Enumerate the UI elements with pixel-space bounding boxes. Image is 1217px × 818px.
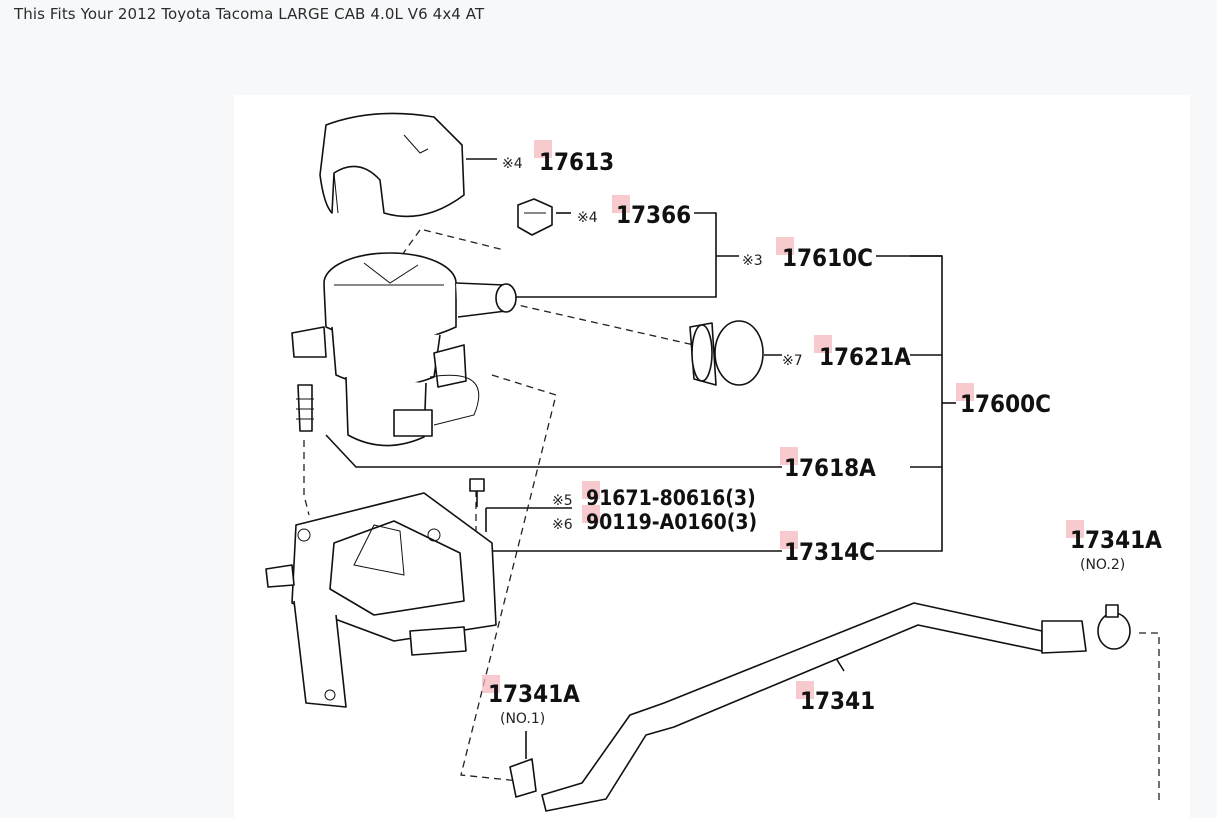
callout-17341A-no1[interactable]: 17341A (NO.1) [482,675,580,727]
part-number-90119-A0160[interactable]: 90119-A0160(3) [586,510,757,534]
part-number-17341[interactable]: 17341 [800,687,875,715]
part-number-17314C[interactable]: 17314C [784,538,875,566]
hose-part-drawing [541,602,1087,812]
parts-diagram-canvas: ※4 17613 ※4 17366 ※3 17610C ※7 17621A 17… [265,112,1162,812]
part-number-17613[interactable]: 17613 [539,148,614,176]
clamp-number-note: (NO.2) [1080,557,1125,573]
callout-prefix: ※4 [577,210,598,226]
clamp-no2-drawing [1097,604,1131,650]
bracket-part-drawing [265,492,497,708]
callout-prefix: ※3 [742,253,763,269]
air-pump-drawing [291,252,517,447]
leader-lines [325,158,956,672]
callout-prefix: ※5 [552,493,573,509]
callout-17341A-no2[interactable]: 17341A (NO.2) [1066,520,1162,573]
part-number-17610C[interactable]: 17610C [782,244,873,272]
part-number-17621A[interactable]: 17621A [819,343,911,371]
part-number-17341A[interactable]: 17341A [1070,526,1162,554]
bolt-part-drawing [469,478,485,507]
callout-17618A[interactable]: 17618A [780,447,876,482]
callout-17613[interactable]: ※4 17613 [502,140,614,176]
valve-part-drawing [689,320,764,386]
callout-prefix: ※6 [552,517,573,533]
callout-17341[interactable]: 17341 [796,681,875,715]
callout-17366[interactable]: ※4 17366 [577,195,691,229]
callout-prefix: ※7 [782,353,803,369]
part-number-17366[interactable]: 17366 [616,201,691,229]
connector-part-drawing [517,198,553,236]
callout-17600C[interactable]: 17600C [956,383,1051,418]
part-number-17600C[interactable]: 17600C [960,390,1051,418]
part-number-91671-80616[interactable]: 91671-80616(3) [586,486,756,510]
parts-diagram: ※4 17613 ※4 17366 ※3 17610C ※7 17621A 17… [234,95,1190,818]
clamp-number-note: (NO.1) [500,711,545,727]
part-number-17341A[interactable]: 17341A [488,680,580,708]
callout-17314C[interactable]: 17314C [780,531,875,566]
callout-prefix: ※4 [502,156,523,172]
callout-17621A[interactable]: ※7 17621A [782,335,911,371]
stud-part-drawing [296,384,314,432]
part-number-17618A[interactable]: 17618A [784,454,876,482]
clamp-no1-drawing [509,731,537,798]
cover-part-drawing [319,112,465,218]
callout-90119-A0160[interactable]: ※6 90119-A0160(3) [552,505,757,534]
callout-17610C[interactable]: ※3 17610C [742,237,873,272]
callout-91671-80616[interactable]: ※5 91671-80616(3) [552,481,756,510]
vehicle-fit-title: This Fits Your 2012 Toyota Tacoma LARGE … [14,5,485,23]
